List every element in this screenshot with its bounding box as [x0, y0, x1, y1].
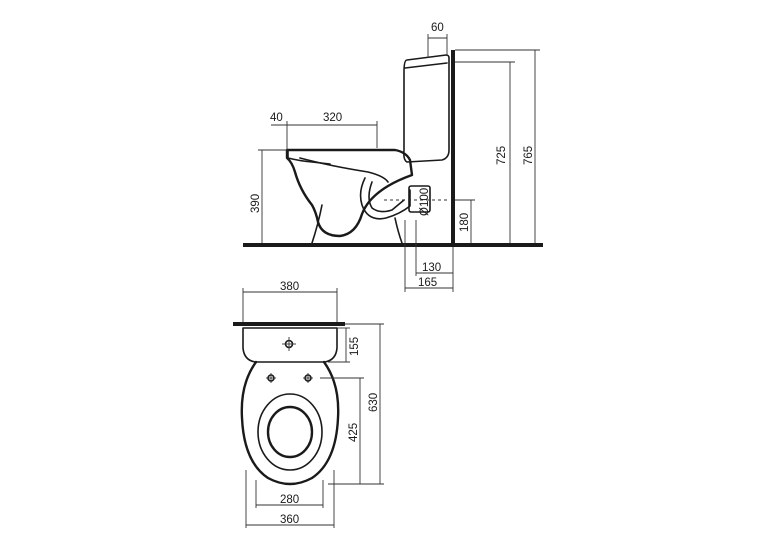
dim-tank-width: 380 — [280, 281, 299, 293]
bowl-inner — [299, 157, 389, 183]
pedestal-left — [311, 204, 323, 244]
dim-total-height: 765 — [523, 146, 535, 165]
bowl-top-outline — [240, 360, 340, 486]
dim-total-height-inner: 725 — [496, 146, 508, 165]
outlet-spigot — [408, 185, 431, 213]
side-view: 60 40 320 390 725 765 Ø100 180 130 165 — [243, 22, 543, 292]
dim-bowl-inner-width: 280 — [280, 494, 299, 506]
pedestal-right — [394, 217, 403, 244]
cistern-tank — [403, 54, 450, 163]
cistern-lid — [404, 62, 448, 69]
dim-seat-offset: 40 — [270, 112, 283, 124]
bowl-opening — [266, 405, 314, 459]
tank-top — [242, 327, 338, 363]
dim-bowl-length: 320 — [323, 112, 342, 124]
seat-ring — [257, 393, 323, 471]
top-wall-line — [233, 322, 345, 326]
dim-outlet-diameter: Ø100 — [419, 188, 431, 216]
dim-overall-depth: 630 — [368, 393, 380, 412]
dim-seat-height: 390 — [250, 194, 262, 213]
bowl-outline — [285, 148, 414, 238]
dim-outlet-offset-large: 165 — [418, 277, 437, 289]
top-view: 380 155 425 — [233, 281, 384, 528]
floor-line — [243, 243, 543, 247]
dim-tank-depth: 60 — [431, 22, 444, 34]
fixing-hole-right — [303, 373, 313, 383]
trap-inner — [368, 181, 405, 213]
dim-bowl-depth: 425 — [348, 423, 360, 442]
fixing-hole-left — [266, 373, 276, 383]
dim-bowl-width: 360 — [280, 514, 299, 526]
seat-rim — [287, 149, 331, 165]
dim-outlet-offset-small: 130 — [422, 262, 441, 274]
dim-outlet-height: 180 — [459, 213, 471, 232]
trap-bend — [359, 177, 411, 220]
dim-tank-front-depth: 155 — [349, 337, 361, 356]
wall-line — [451, 50, 455, 245]
